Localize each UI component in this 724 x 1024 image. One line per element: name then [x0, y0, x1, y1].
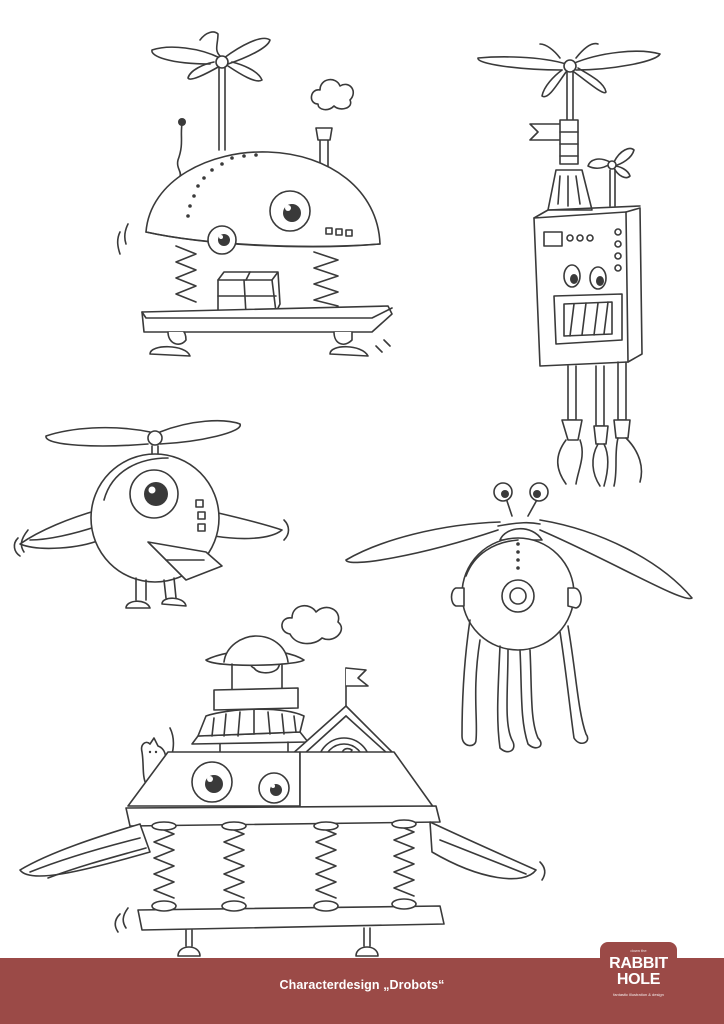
drobot-box-with-claws	[478, 44, 660, 486]
logo-line-2: HOLE	[616, 971, 661, 988]
logo-subtitle: fantastic illustration & design	[613, 992, 664, 997]
footer-caption: Characterdesign „Drobots“	[279, 978, 445, 992]
drobot-house-with-wings-and-cat	[20, 606, 545, 956]
logo-tagline: down the	[630, 948, 647, 953]
drobot-bug-with-tentacles	[346, 483, 692, 752]
drobots-sketch-sheet	[0, 0, 724, 960]
rabbit-hole-logo: down the RABBIT HOLE fantastic illustrat…	[600, 942, 677, 1024]
footer-bar: Characterdesign „Drobots“ down the RABBI…	[0, 942, 724, 1024]
logo-line-1: RABBIT	[609, 955, 668, 972]
drobot-bus-with-package	[118, 32, 392, 356]
drobot-plane-one-eye	[14, 421, 288, 608]
